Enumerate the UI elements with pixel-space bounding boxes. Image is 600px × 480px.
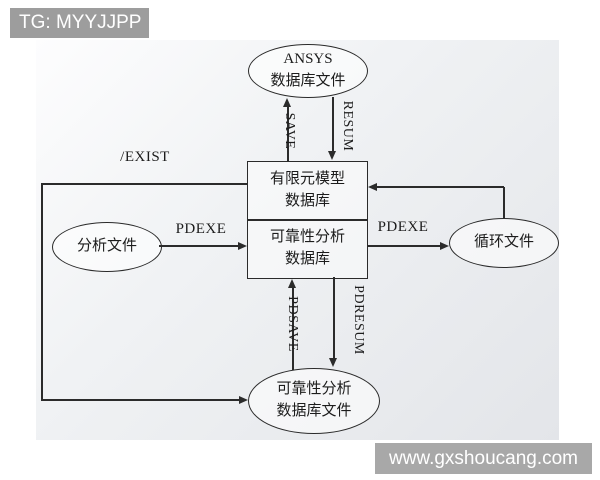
save-arrow-head — [283, 98, 291, 107]
node-database-rect: 有限元模型 数据库 可靠性分析 数据库 — [247, 161, 368, 279]
node-reliability-db-file: 可靠性分析 数据库文件 — [248, 368, 380, 434]
node-ansys-db-file-line1: ANSYS — [283, 51, 333, 68]
node-loop-file-label: 循环文件 — [473, 234, 534, 251]
pdsave-line — [292, 287, 294, 370]
edge-label-pdsave: PDSAVE — [285, 296, 300, 352]
node-fe-model-db-line1: 有限元模型 — [269, 170, 345, 187]
edge-label-pdexe-right: PDEXE — [377, 219, 429, 235]
edge-label-save: SAVE — [282, 112, 297, 150]
pdsave-arrow-head — [288, 279, 296, 288]
pdresum-arrow-head — [329, 358, 337, 367]
node-analysis-file-label: 分析文件 — [76, 238, 137, 255]
exist-line-left-rail — [41, 183, 43, 401]
pdexe-right-arrow-head — [440, 242, 449, 250]
node-ansys-db-file-line2: 数据库文件 — [270, 73, 346, 89]
pdexe-right-line — [367, 245, 440, 247]
loop-feedback-arrow-head — [368, 183, 377, 191]
save-line — [287, 106, 289, 161]
node-ansys-db-file: ANSYS 数据库文件 — [248, 44, 368, 98]
pdexe-left-arrow-head — [238, 242, 247, 250]
node-reliability-db-line2: 数据库 — [284, 251, 330, 267]
node-loop-file: 循环文件 — [449, 218, 559, 268]
node-reliability-db-file-line1: 可靠性分析 — [276, 381, 352, 398]
exist-line-bottom — [41, 399, 239, 401]
loop-feedback-line-horizontal — [376, 186, 504, 188]
node-reliability-db-line1: 可靠性分析 — [269, 229, 345, 246]
pdresum-line — [333, 277, 335, 358]
watermark-bottom: www.gxshoucang.com — [375, 443, 592, 474]
node-reliability-db: 可靠性分析 数据库 — [248, 220, 367, 278]
watermark-top-text: TG: MYYJJPP — [19, 12, 142, 33]
loop-feedback-line-vertical — [503, 187, 505, 218]
edge-label-exist: /EXIST — [120, 149, 170, 165]
edge-label-pdresum: PDRESUM — [351, 285, 366, 355]
watermark-top: TG: MYYJJPP — [10, 8, 149, 38]
exist-line-top — [41, 183, 247, 185]
resum-arrow-head — [328, 151, 336, 160]
edge-label-resum: RESUM — [340, 100, 355, 152]
node-fe-model-db: 有限元模型 数据库 — [248, 162, 367, 219]
node-fe-model-db-line2: 数据库 — [284, 192, 330, 209]
watermark-bottom-text: www.gxshoucang.com — [388, 447, 579, 469]
rect-divider — [248, 219, 367, 221]
pdexe-left-line — [159, 245, 239, 247]
edge-label-pdexe-left: PDEXE — [175, 221, 227, 237]
exist-arrow-head — [239, 396, 248, 404]
node-reliability-db-file-line2: 数据库文件 — [276, 403, 352, 419]
resum-line — [332, 97, 334, 151]
node-analysis-file: 分析文件 — [52, 222, 162, 272]
